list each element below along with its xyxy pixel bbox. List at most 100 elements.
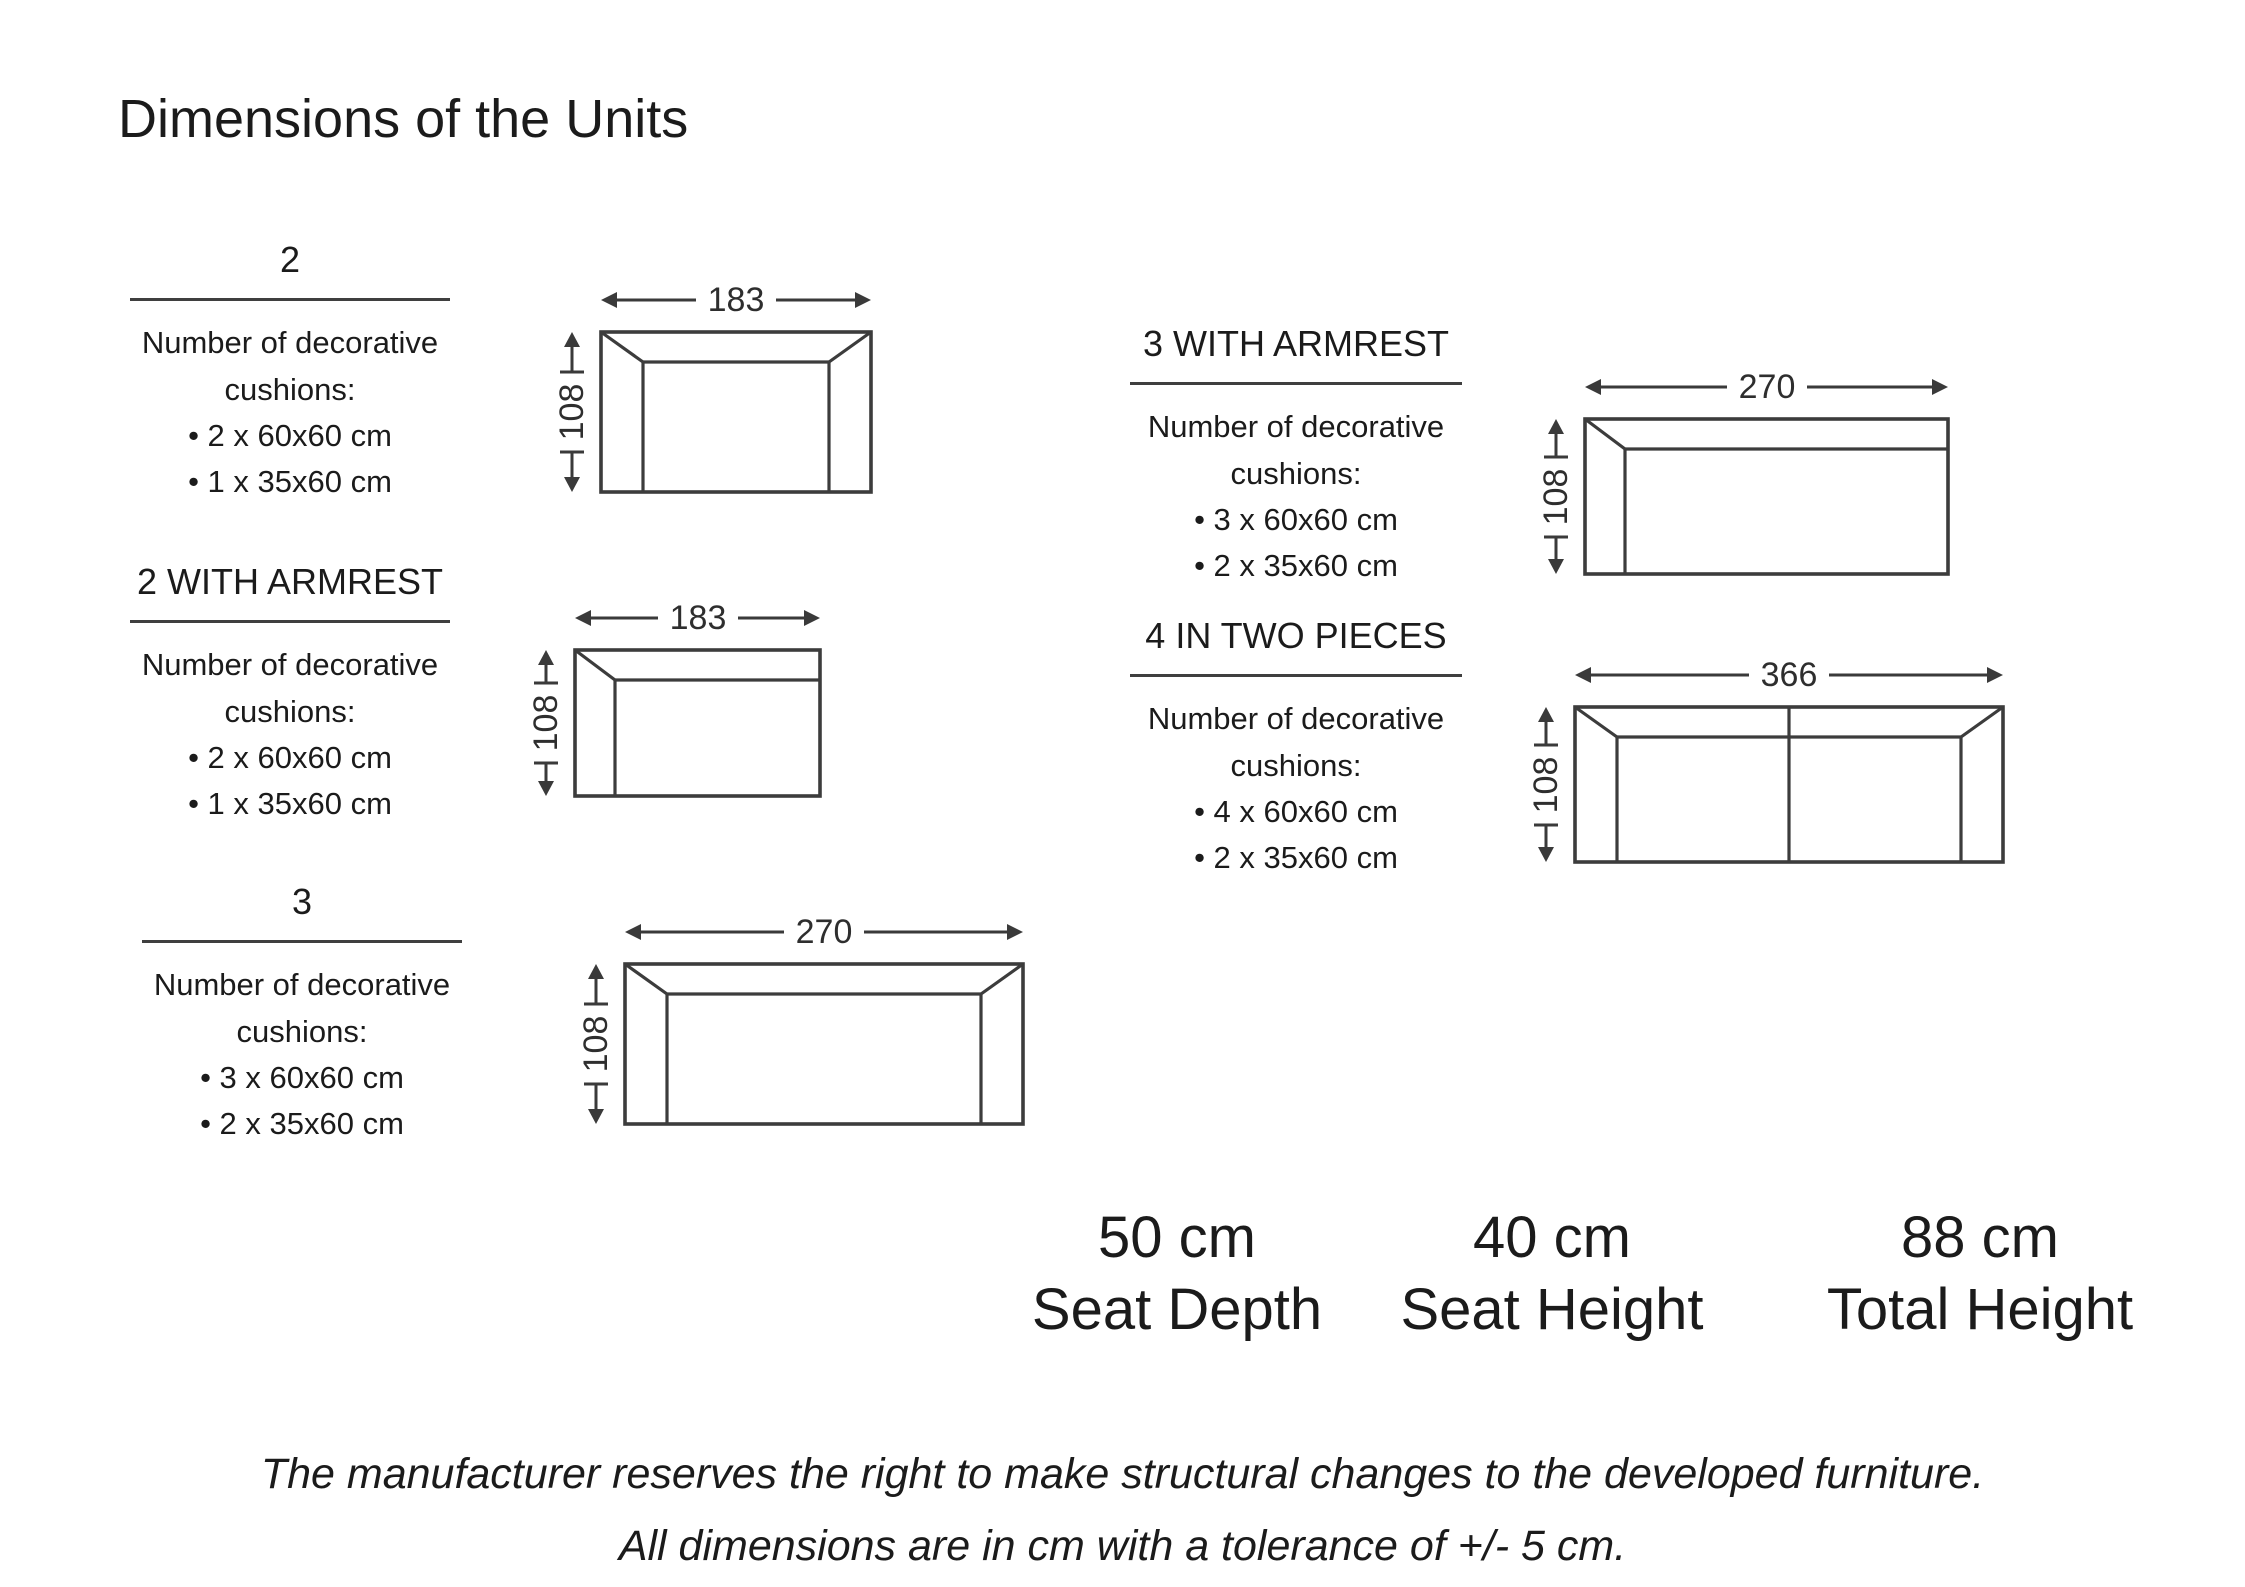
width-dimension-label: 270 xyxy=(796,914,853,951)
heading-underline xyxy=(130,298,450,301)
arrowhead-right-icon xyxy=(1007,924,1023,940)
cushion-list: • 3 x 60x60 cm • 2 x 35x60 cm xyxy=(112,1055,492,1147)
cushions-title: Number of decorative cushions: xyxy=(1147,701,1445,783)
heading-underline xyxy=(130,620,450,623)
depth-dimension-label: 108 xyxy=(527,695,565,752)
depth-dimension-label: 108 xyxy=(577,1016,615,1073)
sofa-top-view xyxy=(1573,705,2005,864)
cushion-list: • 2 x 60x60 cm • 1 x 35x60 cm xyxy=(100,413,480,505)
section-heading: 2 xyxy=(279,239,301,280)
depth-dimension-label: 108 xyxy=(553,384,591,441)
cushion-item: • 2 x 35x60 cm xyxy=(1194,548,1398,583)
stat-label: Total Height xyxy=(1826,1277,2134,1342)
stat-seat-height: 40 cm Seat Height xyxy=(1332,1202,1772,1346)
heading-underline xyxy=(142,940,462,943)
arrowhead-right-icon xyxy=(1932,379,1948,395)
arrowhead-down-icon xyxy=(538,781,554,796)
arrowhead-right-icon xyxy=(855,292,871,308)
cushion-item: • 3 x 60x60 cm xyxy=(1194,502,1398,537)
arrowhead-down-icon xyxy=(564,477,580,492)
cushion-item: • 1 x 35x60 cm xyxy=(188,464,392,499)
page-title: Dimensions of the Units xyxy=(118,89,689,149)
cushions-title: Number of decorative cushions: xyxy=(1147,409,1445,491)
cushion-item: • 2 x 35x60 cm xyxy=(200,1106,404,1141)
arrowhead-left-icon xyxy=(1585,379,1601,395)
width-dimension-label: 183 xyxy=(670,600,727,637)
depth-dimension: 108 xyxy=(1527,707,1565,862)
width-dimension: 366 xyxy=(1575,657,2003,694)
stat-value: 88 cm xyxy=(1901,1205,2059,1270)
width-dimension-label: 183 xyxy=(708,282,765,319)
sofa-outline xyxy=(1583,417,1950,576)
sofa-diagram-4-in-two-pieces: 366 108 xyxy=(1527,657,2005,864)
width-dimension-label: 270 xyxy=(1739,369,1796,406)
arrowhead-left-icon xyxy=(575,610,591,626)
stat-total-height: 88 cm Total Height xyxy=(1760,1202,2200,1346)
disclaimer: The manufacturer reserves the right to m… xyxy=(0,1438,2245,1582)
section-2: 2 Number of decorative cushions: • 2 x 6… xyxy=(100,238,480,505)
section-heading: 3 WITH ARMREST xyxy=(1142,323,1450,364)
cushion-item: • 4 x 60x60 cm xyxy=(1194,794,1398,829)
sofa-top-view xyxy=(623,962,1025,1126)
sofa-back-corner-left xyxy=(574,648,616,682)
cushions-title: Number of decorative cushions: xyxy=(141,325,439,407)
depth-dimension: 108 xyxy=(1537,419,1575,574)
arrowhead-up-icon xyxy=(538,650,554,665)
sofa-diagram-2-with-armrest: 183 108 xyxy=(527,600,822,798)
arrowhead-up-icon xyxy=(1538,707,1554,722)
arrowhead-up-icon xyxy=(564,332,580,347)
width-dimension: 270 xyxy=(625,914,1023,951)
sofa-back-corner-right xyxy=(980,962,1024,996)
sofa-diagram-3: 270 108 xyxy=(577,914,1025,1126)
section-3-with-armrest: 3 WITH ARMREST Number of decorative cush… xyxy=(1106,322,1486,589)
sofa-back-corner-left xyxy=(624,962,668,996)
width-dimension: 270 xyxy=(1585,369,1948,406)
arrowhead-up-icon xyxy=(588,964,604,979)
stat-seat-depth: 50 cm Seat Depth xyxy=(957,1202,1397,1346)
width-dimension: 183 xyxy=(575,600,820,637)
sofa-diagram-2: 183 108 xyxy=(553,282,873,494)
arrowhead-down-icon xyxy=(588,1109,604,1124)
cushion-item: • 2 x 60x60 cm xyxy=(188,740,392,775)
arrowhead-down-icon xyxy=(1548,559,1564,574)
depth-dimension-label: 108 xyxy=(1527,757,1565,814)
sofa-back-corner-left xyxy=(1584,417,1626,451)
cushions-title: Number of decorative cushions: xyxy=(153,967,451,1049)
sofa-outline xyxy=(599,330,873,494)
cushion-list: • 2 x 60x60 cm • 1 x 35x60 cm xyxy=(100,735,480,827)
disclaimer-line: All dimensions are in cm with a toleranc… xyxy=(618,1522,1627,1570)
sofa-top-view xyxy=(573,648,822,798)
stat-value: 40 cm xyxy=(1473,1205,1631,1270)
cushion-list: • 3 x 60x60 cm • 2 x 35x60 cm xyxy=(1106,497,1486,589)
cushion-item: • 1 x 35x60 cm xyxy=(188,786,392,821)
sofa-back-corner-left xyxy=(600,330,644,364)
arrowhead-left-icon xyxy=(601,292,617,308)
cushion-item: • 3 x 60x60 cm xyxy=(200,1060,404,1095)
sofa-outline xyxy=(623,962,1025,1126)
stat-value: 50 cm xyxy=(1098,1205,1256,1270)
arrowhead-left-icon xyxy=(1575,667,1591,683)
heading-underline xyxy=(1130,382,1462,385)
depth-dimension: 108 xyxy=(577,964,615,1124)
arrowhead-down-icon xyxy=(1538,847,1554,862)
sofa-top-view xyxy=(599,330,873,494)
arrowhead-up-icon xyxy=(1548,419,1564,434)
sofa-outline xyxy=(573,648,822,798)
sofa-top-view xyxy=(1583,417,1950,576)
section-4-in-two-pieces: 4 IN TWO PIECES Number of decorative cus… xyxy=(1106,614,1486,881)
arrowhead-right-icon xyxy=(804,610,820,626)
cushions-title: Number of decorative cushions: xyxy=(141,647,439,729)
section-heading: 4 IN TWO PIECES xyxy=(1145,615,1447,656)
disclaimer-line: The manufacturer reserves the right to m… xyxy=(260,1450,1985,1498)
depth-dimension: 108 xyxy=(527,650,565,796)
section-3: 3 Number of decorative cushions: • 3 x 6… xyxy=(112,880,492,1147)
sofa-back-corner-left xyxy=(1574,705,1618,739)
width-dimension-label: 366 xyxy=(1761,657,1818,694)
depth-dimension: 108 xyxy=(553,332,591,492)
sofa-diagram-3-with-armrest: 270 108 xyxy=(1537,369,1950,576)
sofa-back-corner-right xyxy=(1960,705,2004,739)
arrowhead-right-icon xyxy=(1987,667,2003,683)
width-dimension: 183 xyxy=(601,282,871,319)
heading-underline xyxy=(1130,674,1462,677)
